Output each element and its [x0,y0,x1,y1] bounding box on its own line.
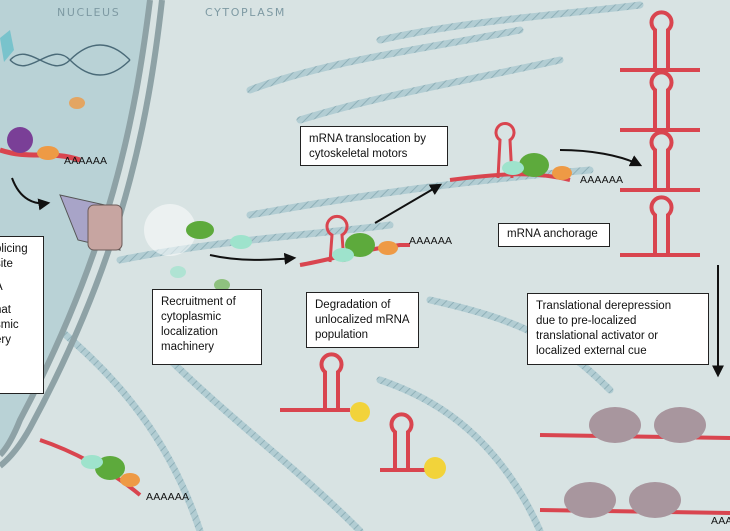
anchored-mrna [620,195,700,257]
rbp-mint-icon [170,266,186,278]
cytoskeleton-fiber [246,26,524,94]
cytoskeleton-fibers [56,1,644,531]
polymerase-complex [0,30,14,62]
rbp-orange-icon [552,166,572,180]
translocating-mrnp [299,214,410,267]
arrow-anchorage [559,149,643,167]
nuclear-envelope-inner [0,0,153,458]
rbp-green-icon [519,153,549,177]
arrow-export [11,177,51,211]
cytoskeleton-fiber [296,56,564,124]
rbp-orange-icon [378,241,398,255]
rbp-mint-icon [332,248,354,262]
ribosome-icon [629,482,681,518]
callout-translocation: mRNA translocation by cytoskeletal motor… [300,126,448,166]
degradation-mrnas [280,352,446,479]
motor-mrnp [449,122,572,182]
process-arrows [11,149,724,378]
degradation-enzyme-icon [424,457,446,479]
polya-tail-label: AAA [711,515,730,527]
cytoplasmic-mrnp [39,438,142,497]
ribosome-icon [589,407,641,443]
cytoskeleton-fiber [116,221,394,264]
callout-recruitment: Recruitment of cytoplasmic localization … [152,289,262,365]
export-glow [144,204,196,256]
cytoskeleton-fiber [56,326,204,531]
cytoskeleton-fiber [156,346,364,531]
degradation-enzyme-icon [350,402,370,422]
rbp-mint-icon [502,161,524,175]
cytoskeleton-fiber [376,376,544,531]
anchored-mrna [620,10,700,72]
arrow-recruitment [209,252,297,265]
rbp-green-icon [186,221,214,239]
translating-polysomes [539,407,730,518]
nuclear-pore-complex-icon [59,194,123,251]
cytoplasm-label: CYTOPLASM [205,6,286,19]
arrow-translocation [374,183,443,224]
callout-degradation: Degradation of unlocalized mRNA populati… [306,292,419,348]
rbp-orange-icon [120,473,140,487]
polya-tail-label: AAAAAA [64,155,108,167]
polya-tail-label: AAAAAA [409,235,453,247]
dna-helix [9,44,131,76]
anchored-mrna [620,70,700,132]
nucleus-label: NUCLEUS [57,6,121,19]
rbp-green-icon [214,279,230,291]
rbp-green-icon [345,233,375,257]
polya-tail-label: AAAAAA [580,174,624,186]
ribosome-icon [654,407,706,443]
ribosome-icon [564,482,616,518]
callout-derepression: Translational derepression due to pre-lo… [527,293,709,365]
polya-tail-label: AAAAAA [146,491,190,503]
rbp-mint-icon [230,235,252,249]
anchored-mrna [620,130,700,192]
cytoskeleton-fiber [376,1,644,44]
nuclear-envelope-outer [0,0,165,469]
rbp-mint-icon [81,455,103,469]
mrna-stemloop [494,122,516,179]
mrna-strand [280,352,350,412]
rbp-orange-icon [37,146,59,160]
callout-anchorage: mRNA anchorage [498,223,610,247]
rbp-orange-icon [69,97,85,109]
callout-nuclear-partial: plicing site A hat smic ery [0,236,44,394]
mrna-stemloop [325,214,349,263]
nuclear-mrnp [0,97,85,163]
rbp-purple-icon [7,127,33,153]
anchored-mrnas [620,10,700,257]
